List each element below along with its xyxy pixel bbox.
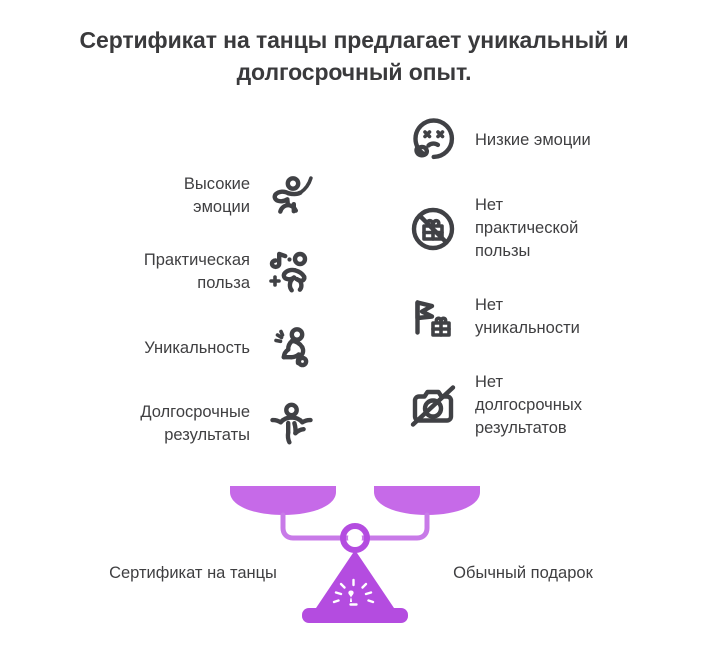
list-item-label: Нет практической пользы [475, 196, 579, 260]
flag-gift-box-icon [405, 289, 461, 345]
music-note-plus-person-icon [264, 244, 320, 300]
dancing-person-ribbon-icon [264, 168, 320, 224]
list-item-label: Уникальность [144, 338, 250, 357]
list-item: Нет уникальности [405, 289, 675, 345]
balance-scale-icon [224, 484, 486, 629]
lightbulb-icon [332, 578, 375, 606]
list-item: Долгосрочные результаты [70, 396, 320, 452]
scale-label-right: Обычный подарок [453, 564, 593, 582]
list-item-label: Нет долгосрочных результатов [475, 373, 582, 437]
list-item: Низкие эмоции [405, 112, 675, 168]
breakdancing-person-icon [264, 320, 320, 376]
drawbacks-column-right: Низкие эмоции Нет практической пользы [405, 112, 675, 440]
page-title: Сертификат на танцы предлагает уникальны… [79, 27, 629, 85]
list-item: Нет практической пользы [405, 194, 675, 263]
list-item: Высокие эмоции [70, 168, 320, 224]
no-camera-icon [405, 378, 461, 434]
list-item-label: Практическая польза [143, 251, 250, 292]
list-item: Уникальность [70, 320, 320, 376]
benefits-column-left: Высокие эмоции Практическая польза [70, 168, 320, 452]
person-arms-raised-icon [264, 396, 320, 452]
no-gift-box-icon [405, 201, 461, 257]
list-item: Практическая польза [70, 244, 320, 300]
thinking-sad-face-icon [405, 112, 461, 168]
list-item-label: Нет уникальности [475, 296, 580, 337]
list-item: Нет долгосрочных результатов [405, 371, 675, 440]
list-item-label: Высокие эмоции [183, 175, 250, 216]
list-item-label: Долгосрочные результаты [140, 403, 250, 444]
list-item-label: Низкие эмоции [475, 130, 591, 149]
scale-label-left: Сертификат на танцы [109, 564, 277, 582]
